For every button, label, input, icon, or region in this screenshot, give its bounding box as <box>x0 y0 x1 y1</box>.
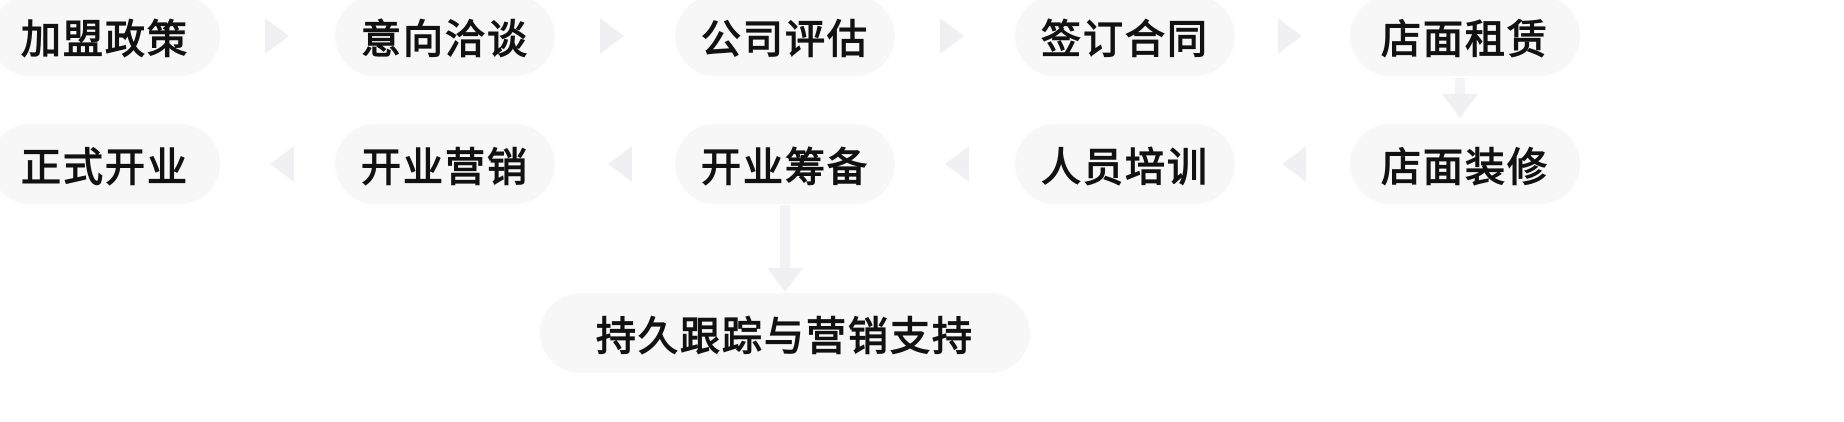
step-label: 店面装修 <box>1381 145 1549 191</box>
step-label: 公司评估 <box>701 17 869 63</box>
arrow-right-icon <box>1278 18 1302 54</box>
step-store-decoration: 店面装修 <box>1350 124 1580 204</box>
arrow-left-icon <box>270 146 294 182</box>
step-company-assessment: 公司评估 <box>675 0 895 76</box>
step-label: 人员培训 <box>1041 145 1209 191</box>
step-label: 开业营销 <box>361 145 529 191</box>
arrow-right-icon <box>940 18 964 54</box>
arrow-left-icon <box>608 146 632 182</box>
step-opening-preparation: 开业筹备 <box>675 124 895 204</box>
step-label: 加盟政策 <box>21 17 189 63</box>
step-opening-marketing: 开业营销 <box>335 124 555 204</box>
step-label: 持久跟踪与营销支持 <box>596 314 974 360</box>
step-sign-contract: 签订合同 <box>1015 0 1235 76</box>
step-staff-training: 人员培训 <box>1015 124 1235 204</box>
step-label: 意向洽谈 <box>361 17 529 63</box>
step-ongoing-support: 持久跟踪与营销支持 <box>540 293 1030 373</box>
step-store-lease: 店面租赁 <box>1350 0 1580 76</box>
arrow-right-icon <box>265 18 289 54</box>
arrow-left-icon <box>945 146 969 182</box>
step-label: 店面租赁 <box>1381 17 1549 63</box>
arrow-left-icon <box>1282 146 1306 182</box>
step-label: 开业筹备 <box>701 145 869 191</box>
step-official-opening: 正式开业 <box>0 124 220 204</box>
arrow-right-icon <box>600 18 624 54</box>
step-label: 签订合同 <box>1041 17 1209 63</box>
step-franchise-policy: 加盟政策 <box>0 0 220 76</box>
connector-line <box>1455 78 1465 96</box>
step-intent-negotiation: 意向洽谈 <box>335 0 555 76</box>
connector-line <box>780 205 790 270</box>
step-label: 正式开业 <box>21 145 189 191</box>
arrow-down-icon <box>767 268 803 292</box>
arrow-down-icon <box>1442 94 1478 118</box>
